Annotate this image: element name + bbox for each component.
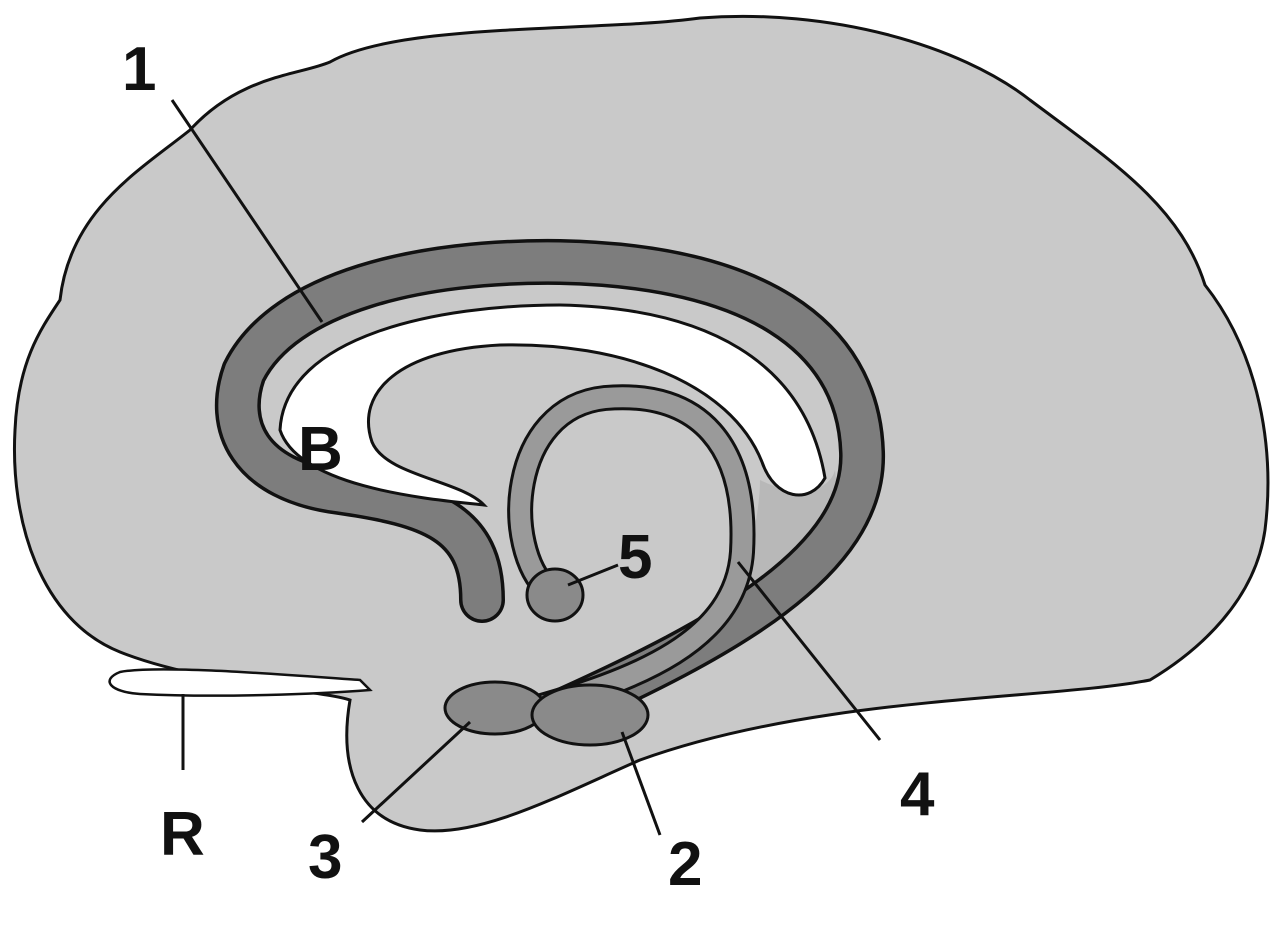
lateral-ventricle [278, 303, 827, 507]
leader-lines [170, 99, 882, 836]
label-5: 5 [618, 523, 652, 592]
leader-5 [567, 563, 619, 587]
hippocampus [530, 683, 650, 747]
label-2: 2 [668, 830, 702, 899]
mammillary-body [525, 567, 585, 623]
label-b: B [298, 415, 343, 484]
label-4: 4 [900, 760, 935, 829]
olfactory-bulb [108, 668, 373, 697]
amygdala [443, 680, 547, 736]
label-3: 3 [308, 823, 342, 892]
leader-4 [736, 561, 882, 741]
leader-3 [360, 720, 472, 824]
label-r: R [160, 800, 205, 869]
label-1: 1 [122, 35, 156, 104]
leader-1 [170, 99, 324, 323]
corpus-callosum [218, 242, 882, 732]
fornix [510, 387, 753, 722]
leader-2 [620, 731, 662, 836]
